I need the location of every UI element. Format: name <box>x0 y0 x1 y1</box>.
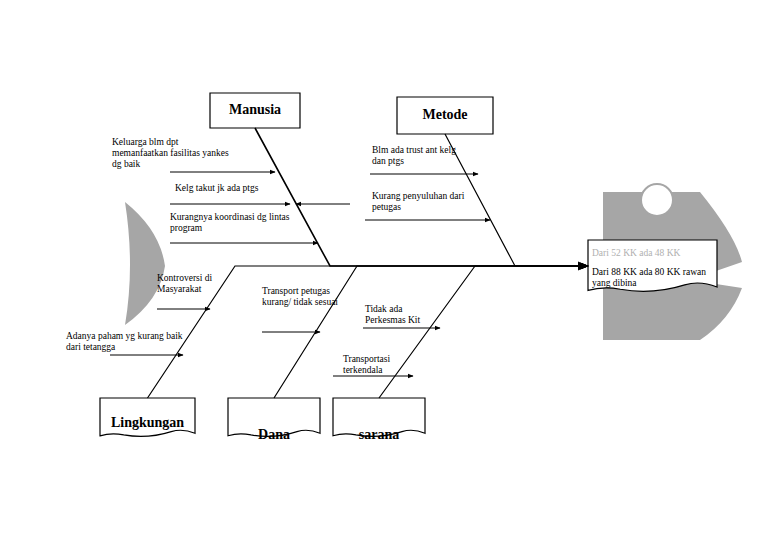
cause-label: Transport petugas kurang/ tidak sesuai <box>262 286 344 308</box>
cause-label: Transportasi terkendala <box>343 354 405 376</box>
cause-label: Kurangnya koordinasi dg lintas program <box>170 212 310 234</box>
problem-text: Dari 88 KK ada 80 KK rawan yang dibina <box>592 267 713 289</box>
fish-eye <box>641 184 673 216</box>
cause-label: Keluarga blm dpt memanfaatkan fasilitas … <box>112 137 234 170</box>
fish-bone <box>274 266 588 398</box>
cause-label: Blm ada trust ant kelg dan ptgs <box>372 145 457 167</box>
cause-label: Kurang penyuluhan dari petugas <box>372 191 472 213</box>
category-label: Metode <box>397 107 493 123</box>
cause-label: Adanya paham yg kurang baik dari tetangg… <box>66 331 191 353</box>
cause-arrows <box>110 172 490 376</box>
category-box: Lingkungan <box>100 398 195 440</box>
category-box: sarana <box>333 398 425 440</box>
category-label: Lingkungan <box>100 415 195 431</box>
category-label: sarana <box>333 427 425 443</box>
cause-label: Tidak ada Perkesmas Kit <box>365 304 440 326</box>
category-box: Manusia <box>210 93 300 128</box>
fish-bone <box>148 266 589 398</box>
problem-text: Dari 52 KK ada 48 KK <box>592 248 713 259</box>
category-label: Manusia <box>210 102 300 118</box>
fish-bone <box>445 134 588 266</box>
fish-tail <box>125 202 165 325</box>
fish-bone <box>255 128 588 266</box>
category-box: Metode <box>397 97 493 134</box>
fish-bone <box>379 266 588 398</box>
category-box: Dana <box>228 398 320 440</box>
category-label: Dana <box>228 427 320 443</box>
problem-head-box: Dari 52 KK ada 48 KK Dari 88 KK ada 80 KK… <box>588 240 717 296</box>
